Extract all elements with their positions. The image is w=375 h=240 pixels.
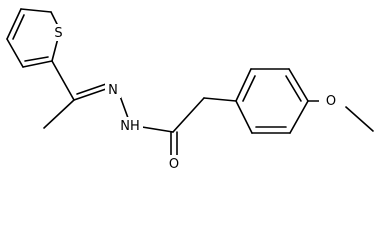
bond-methyl <box>43 99 75 129</box>
bond-s-c2 <box>50 11 59 27</box>
ether-oxygen-atom-label: O <box>326 94 336 109</box>
bond-b1-b2 <box>235 68 252 102</box>
bond-c-n-double-inner <box>76 83 107 95</box>
ether-oxygen-label-bg <box>319 92 343 109</box>
bond-c3-c4-inner <box>12 14 25 40</box>
carbonyl-oxygen-atom-label: O <box>169 157 179 172</box>
bond-n-nh <box>119 95 129 119</box>
sulfur-atom-label: S <box>54 26 62 41</box>
bond-b3-b4 <box>288 68 309 102</box>
bond-c2-c3 <box>20 8 52 13</box>
imine-nitrogen-label-bg <box>105 81 121 98</box>
bond-b3-b4-inner <box>285 75 302 102</box>
amide-nitrogen-atom-label: NH <box>120 119 140 134</box>
bond-c3-c4 <box>6 8 22 40</box>
bond-ch2-ring <box>203 97 237 102</box>
bond-nh-carbonyl <box>141 126 174 133</box>
bond-c-n-double <box>73 88 107 101</box>
bond-carbonyl-ch2 <box>172 97 205 133</box>
sulfur-label-bg <box>51 24 66 41</box>
bond-b6-b1 <box>235 100 253 134</box>
methoxy-group <box>307 100 374 132</box>
carbonyl-oxygen-label-bg <box>166 155 182 172</box>
bond-b4-b5 <box>289 100 309 134</box>
bond-c4-c5 <box>6 38 24 68</box>
structure-canvas: S N NH O O <box>6 8 374 172</box>
amide-nitrogen-label-bg <box>117 117 143 134</box>
bond-ring-to-cimine <box>51 60 75 101</box>
bond-s-c5 <box>51 37 59 62</box>
bond-b1-b2-inner <box>242 75 256 102</box>
bond-ether-o-methyl <box>345 106 374 132</box>
thiophene-ring <box>6 8 59 68</box>
molecule-diagram: S N NH O O <box>6 8 374 172</box>
hydrazone-linker <box>43 60 129 129</box>
imine-nitrogen-atom-label: N <box>108 83 118 98</box>
bond-c5-c2 <box>22 60 53 68</box>
benzene-ring <box>235 68 309 134</box>
acetamide-group <box>141 97 237 158</box>
bond-c5-c2-inner <box>24 56 49 62</box>
